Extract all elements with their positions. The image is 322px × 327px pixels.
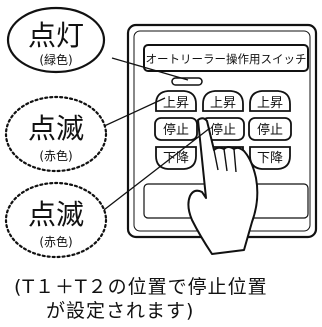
callout-lit-green: 点灯 (緑色) — [6, 6, 106, 74]
stop-button-2-label: 停止 — [210, 122, 236, 138]
callout-3-sub: (赤色) — [39, 235, 72, 249]
panel-title: オートリーラー操作用スイッチ — [146, 52, 307, 66]
up-button-2[interactable] — [202, 90, 244, 112]
indicator-lamp — [171, 77, 203, 86]
stop-button-1[interactable] — [154, 117, 198, 141]
callout-1-title: 点灯 — [28, 19, 84, 52]
up-button-2-label: 上昇 — [210, 96, 236, 111]
callout-3-title: 点滅 — [28, 198, 84, 231]
stop-button-1-label: 停止 — [163, 122, 189, 138]
callout-blink-red-2: 点滅 (赤色) — [4, 181, 108, 259]
stop-button-3[interactable] — [248, 117, 292, 141]
up-button-3-label: 上昇 — [257, 96, 283, 111]
leader-line-down — [99, 127, 211, 214]
callout-blink-red-1: 点滅 (赤色) — [4, 95, 108, 173]
caption-line-2: が設定されます) — [46, 300, 195, 322]
down-button-1-label: 下降 — [163, 151, 189, 166]
leader-line-up — [99, 97, 166, 129]
panel-title-plate — [143, 44, 309, 72]
up-button-1[interactable] — [155, 90, 197, 112]
down-button-3-label: 下降 — [257, 151, 283, 166]
pointing-hand-icon — [187, 117, 259, 255]
down-button-1[interactable] — [155, 146, 197, 170]
stop-buttons-row: 停止 停止 停止 — [154, 117, 292, 141]
caption-line-1: (T１＋T２の位置で停止位置 — [14, 276, 268, 298]
stop-button-3-label: 停止 — [257, 122, 283, 138]
up-buttons-row: 上昇 上昇 上昇 — [155, 90, 291, 112]
up-button-1-label: 上昇 — [163, 96, 189, 111]
callout-2-title: 点滅 — [28, 112, 84, 145]
leader-line-lamp — [111, 57, 189, 81]
callout-1-sub: (緑色) — [39, 52, 72, 67]
up-button-3[interactable] — [249, 90, 291, 112]
callout-2-sub: (赤色) — [39, 149, 72, 163]
